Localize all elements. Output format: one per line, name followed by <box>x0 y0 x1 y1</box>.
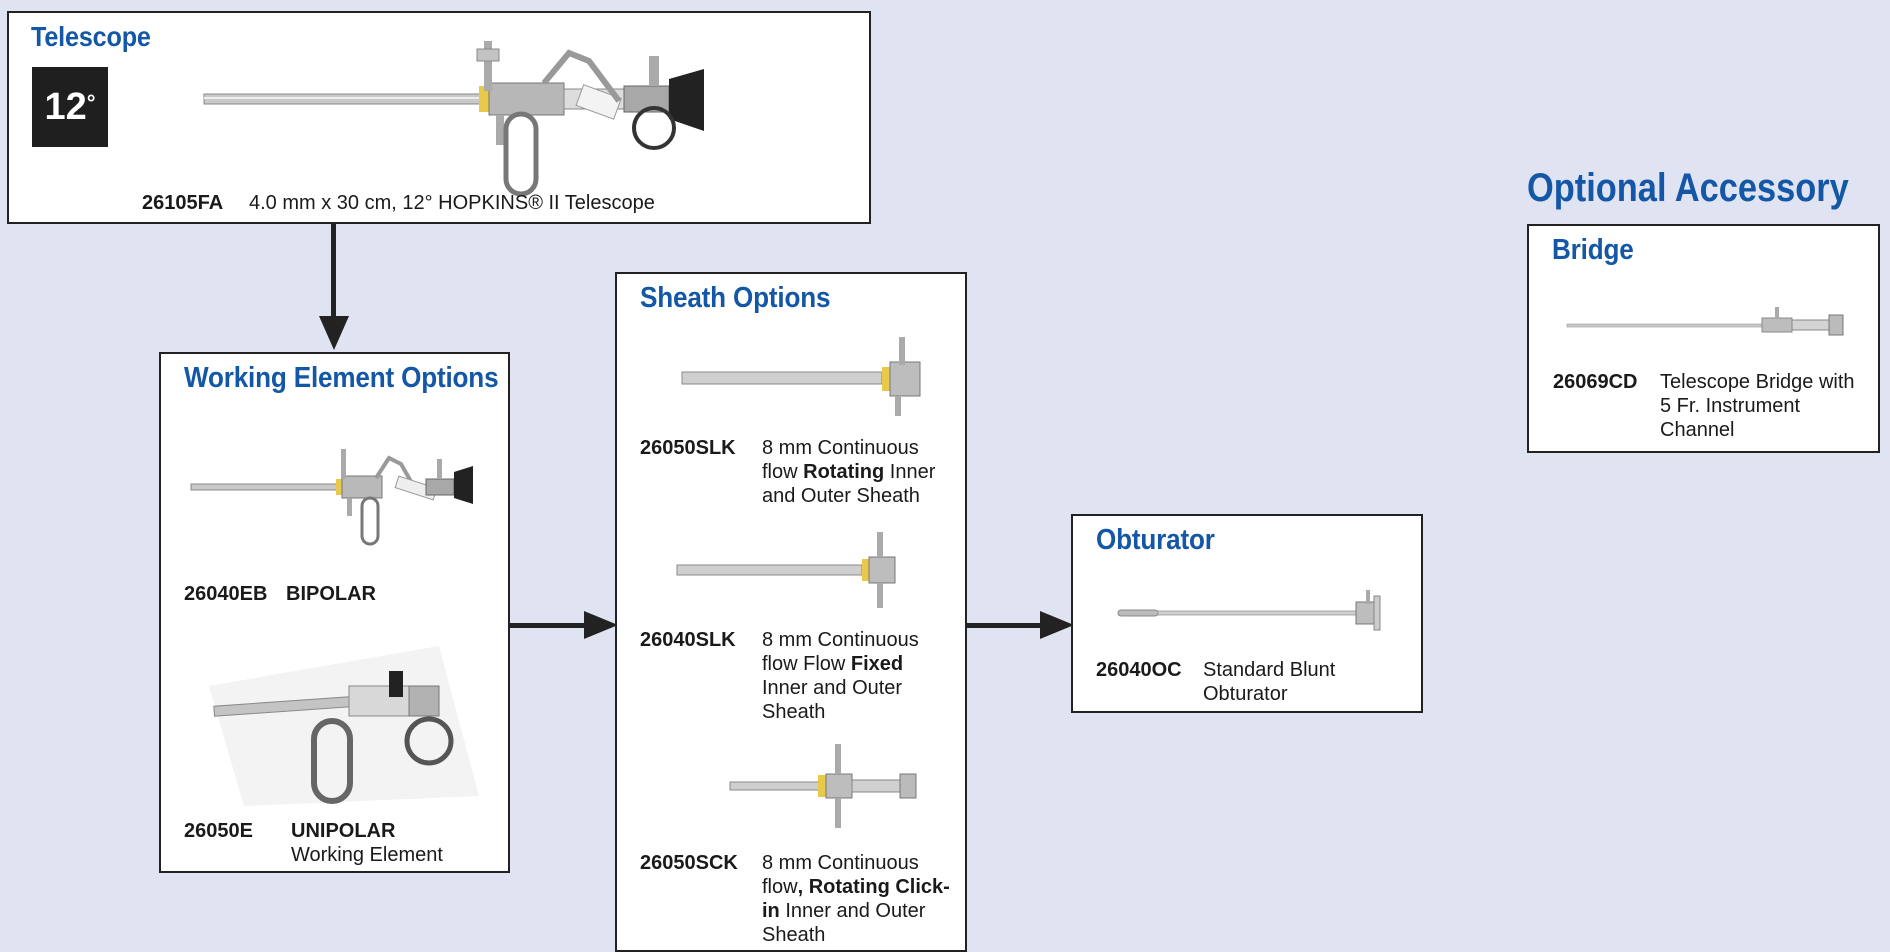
arrow-right-2-head <box>1040 611 1074 639</box>
unipolar-image <box>209 646 479 806</box>
sheath-3-desc-c: Inner and Outer Sheath <box>762 900 926 946</box>
angle-badge-degree: ° <box>86 90 96 115</box>
working-element-title: Working Element Options <box>184 362 499 394</box>
bipolar-code: 26040EB <box>184 583 268 605</box>
sheath-3-description: 8 mm Continuous flow, Rotating Click-in … <box>762 851 952 947</box>
arrow-right-2-line <box>967 623 1043 628</box>
sheath-3-desc-b: , Rotating Click-in <box>762 876 950 922</box>
telescope-code: 26105FA <box>142 192 224 214</box>
sheath-1-desc-b: Rotating <box>803 461 885 483</box>
angle-badge-value: 12 <box>44 86 87 128</box>
sheath-1-code: 26050SLK <box>640 437 736 459</box>
obturator-title: Obturator <box>1096 524 1215 556</box>
sheath-1-image <box>681 337 921 416</box>
bipolar-label: BIPOLAR <box>286 583 376 605</box>
sheath-1-description: 8 mm Continuous flow Rotating Inner and … <box>762 436 952 508</box>
obturator-box: Obturator 26040OC Standard Blunt Obturat… <box>1071 514 1423 713</box>
working-element-box: Working Element Options 26040EB BIPOLAR … <box>159 352 510 873</box>
bipolar-image <box>190 449 473 546</box>
obturator-code: 26040OC <box>1096 659 1182 681</box>
bridge-image <box>1566 307 1844 336</box>
bridge-box: Bridge 26069CD Telescope Bridge with 5 F… <box>1527 224 1880 453</box>
arrow-down-head <box>319 316 349 350</box>
arrow-right-1-line <box>510 623 586 628</box>
bridge-description: Telescope Bridge with 5 Fr. Instrument C… <box>1660 371 1855 441</box>
sheath-title: Sheath Options <box>640 282 831 314</box>
telescope-title: Telescope <box>31 21 151 52</box>
arrow-right-1-head <box>584 611 618 639</box>
obturator-description: Standard Blunt Obturator <box>1203 659 1336 705</box>
sheath-2-desc-c: Inner and Outer Sheath <box>762 677 903 723</box>
unipolar-label: UNIPOLAR <box>291 820 396 842</box>
sheath-2-code: 26040SLK <box>640 629 736 651</box>
telescope-box: Telescope 12° 26105FA 4.0 mm x 30 cm, 12… <box>7 11 871 224</box>
sheath-2-desc-a: 8 mm Continuous flow Flow <box>762 629 919 675</box>
sheath-box: Sheath Options 26050SLK 8 mm Continuous … <box>615 272 967 952</box>
bridge-code: 26069CD <box>1553 371 1638 393</box>
obturator-image <box>1117 590 1381 631</box>
optional-accessory-heading: Optional Accessory <box>1527 166 1849 210</box>
angle-badge: 12° <box>32 67 108 147</box>
unipolar-code: 26050E <box>184 820 253 842</box>
bridge-title: Bridge <box>1552 234 1634 266</box>
telescope-description: 4.0 mm x 30 cm, 12° HOPKINS® II Telescop… <box>249 192 655 214</box>
sheath-3-code: 26050SCK <box>640 852 738 874</box>
sheath-3-desc-a: 8 mm Continuous flow <box>762 852 919 898</box>
sheath-2-image <box>676 532 896 608</box>
sheath-2-description: 8 mm Continuous flow Flow Fixed Inner an… <box>762 628 952 724</box>
sheath-3-image <box>729 744 917 828</box>
telescope-image <box>203 41 704 197</box>
unipolar-sub: Working Element <box>291 844 443 866</box>
sheath-1-desc-a: 8 mm Continuous flow <box>762 437 919 483</box>
sheath-1-desc-c: Inner and Outer Sheath <box>762 461 936 507</box>
sheath-2-desc-b: Fixed <box>850 653 904 675</box>
arrow-down-line <box>331 224 336 318</box>
